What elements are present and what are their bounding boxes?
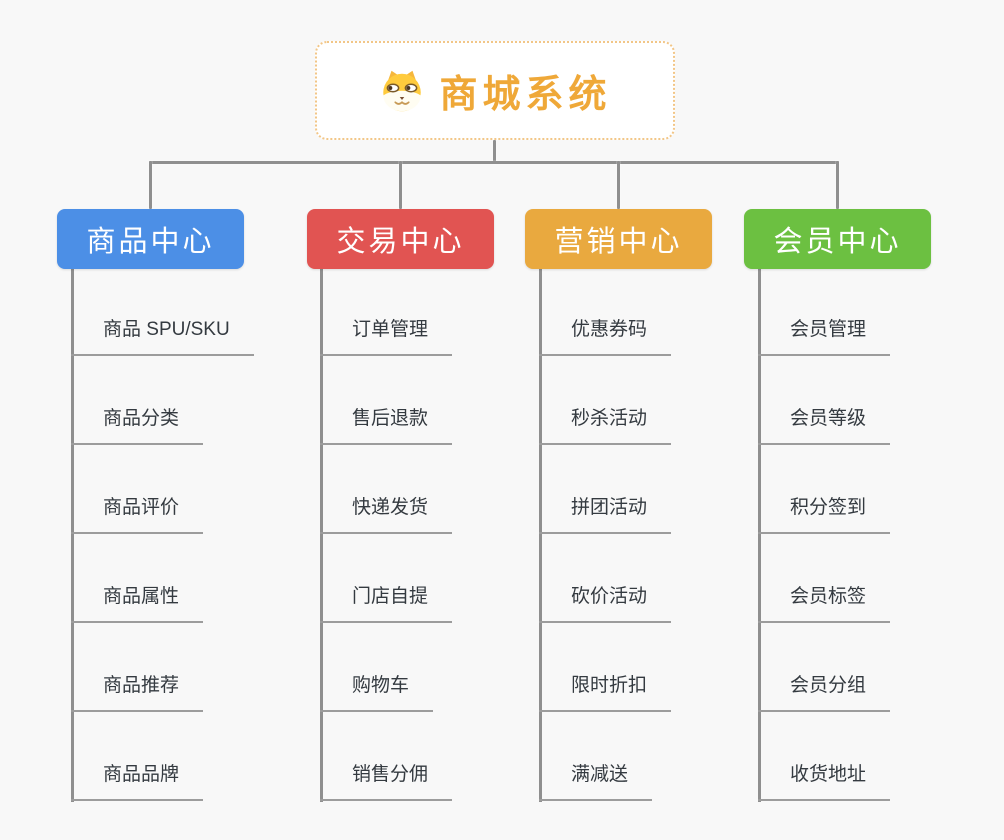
branch-label: 交易中心 (336, 226, 465, 258)
subtopic-label: 商品品牌 (71, 759, 204, 801)
subtopic-limited-time-discount[interactable]: 限时折扣 (539, 670, 672, 712)
branch-trunk-marketing (539, 268, 542, 802)
subtopic-store-pickup[interactable]: 门店自提 (320, 581, 453, 623)
subtopic-label: 限时折扣 (539, 670, 672, 712)
root-node[interactable]: 商城系统 (315, 41, 675, 140)
subtopic-label: 销售分佣 (320, 759, 453, 801)
subtopic-label: 秒杀活动 (539, 403, 672, 445)
subtopic-label: 快递发货 (320, 492, 453, 534)
branch-label: 商品中心 (86, 226, 215, 258)
subtopic-member-management[interactable]: 会员管理 (758, 314, 891, 356)
branch-label: 会员中心 (773, 226, 902, 258)
branch-trunk-products (71, 268, 74, 802)
connector-rail (149, 161, 839, 164)
subtopic-label: 拼团活动 (539, 492, 672, 534)
connector-root-drop (493, 140, 496, 164)
subtopic-label: 订单管理 (320, 314, 453, 356)
subtopic-label: 会员标签 (758, 581, 891, 623)
connector-drop-products (149, 161, 152, 209)
subtopic-label: 会员等级 (758, 403, 891, 445)
subtopic-label: 收货地址 (758, 759, 891, 801)
subtopic-points-checkin[interactable]: 积分签到 (758, 492, 891, 534)
subtopic-product-spu-sku[interactable]: 商品 SPU/SKU (71, 314, 254, 356)
root-title: 商城系统 (439, 74, 612, 116)
connector-drop-marketing (617, 161, 620, 209)
subtopic-label: 会员管理 (758, 314, 891, 356)
subtopic-express-shipping[interactable]: 快递发货 (320, 492, 453, 534)
subtopic-label: 商品属性 (71, 581, 204, 623)
branch-label: 营销中心 (554, 226, 683, 258)
subtopic-label: 商品 SPU/SKU (71, 314, 254, 356)
subtopic-label: 积分签到 (758, 492, 891, 534)
subtopic-coupon-codes[interactable]: 优惠券码 (539, 314, 672, 356)
subtopic-bargain-activity[interactable]: 砍价活动 (539, 581, 672, 623)
subtopic-label: 满减送 (539, 759, 653, 801)
subtopic-spend-and-save[interactable]: 满减送 (539, 759, 653, 801)
subtopic-label: 购物车 (320, 670, 434, 712)
subtopic-member-tags[interactable]: 会员标签 (758, 581, 891, 623)
subtopic-label: 会员分组 (758, 670, 891, 712)
subtopic-label: 优惠券码 (539, 314, 672, 356)
subtopic-sales-commission[interactable]: 销售分佣 (320, 759, 453, 801)
subtopic-label: 商品分类 (71, 403, 204, 445)
subtopic-label: 商品评价 (71, 492, 204, 534)
subtopic-order-management[interactable]: 订单管理 (320, 314, 453, 356)
subtopic-product-recommend[interactable]: 商品推荐 (71, 670, 204, 712)
branch-node-marketing[interactable]: 营销中心 (525, 209, 712, 269)
subtopic-shopping-cart[interactable]: 购物车 (320, 670, 434, 712)
subtopic-product-category[interactable]: 商品分类 (71, 403, 204, 445)
connector-drop-trade (399, 161, 402, 209)
branch-trunk-trade (320, 268, 323, 802)
subtopic-label: 售后退款 (320, 403, 453, 445)
subtopic-label: 商品推荐 (71, 670, 204, 712)
subtopic-shipping-address[interactable]: 收货地址 (758, 759, 891, 801)
subtopic-product-brand[interactable]: 商品品牌 (71, 759, 204, 801)
connector-drop-members (836, 161, 839, 209)
subtopic-aftersale-refund[interactable]: 售后退款 (320, 403, 453, 445)
branch-trunk-members (758, 268, 761, 802)
branch-node-trade[interactable]: 交易中心 (307, 209, 494, 269)
subtopic-flash-sale[interactable]: 秒杀活动 (539, 403, 672, 445)
subtopic-product-review[interactable]: 商品评价 (71, 492, 204, 534)
subtopic-label: 门店自提 (320, 581, 453, 623)
subtopic-label: 砍价活动 (539, 581, 672, 623)
subtopic-member-level[interactable]: 会员等级 (758, 403, 891, 445)
subtopic-group-buy[interactable]: 拼团活动 (539, 492, 672, 534)
subtopic-product-attributes[interactable]: 商品属性 (71, 581, 204, 623)
branch-node-members[interactable]: 会员中心 (744, 209, 931, 269)
subtopic-member-groups[interactable]: 会员分组 (758, 670, 891, 712)
shiba-logo-icon (383, 70, 422, 111)
branch-node-products[interactable]: 商品中心 (57, 209, 244, 269)
